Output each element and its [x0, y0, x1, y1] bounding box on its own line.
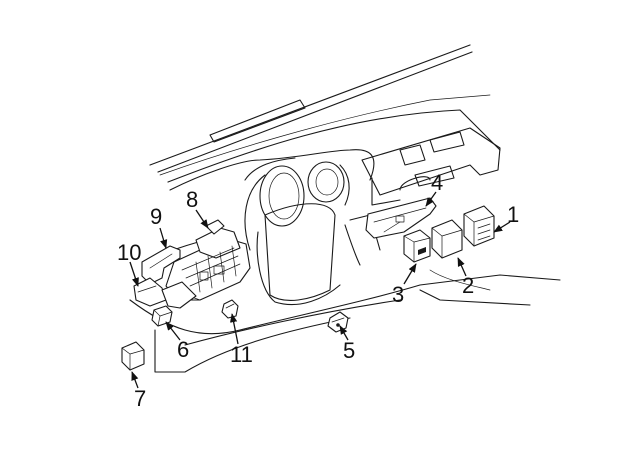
instrument-cluster — [244, 157, 350, 227]
callout-1: 1 — [507, 202, 519, 227]
part-4-bracket — [365, 197, 437, 239]
leader-5 — [339, 325, 349, 341]
leader-4 — [425, 191, 437, 207]
leader-2 — [457, 257, 467, 277]
part-2-relay-box — [431, 219, 463, 259]
part-1-control-module — [463, 205, 495, 247]
callout-3: 3 — [392, 282, 404, 307]
callout-5: 5 — [343, 338, 355, 363]
leader-9 — [159, 227, 168, 249]
part-9-cover — [141, 245, 181, 285]
callout-8: 8 — [186, 187, 198, 212]
leader-11 — [230, 313, 239, 345]
leader-6 — [165, 321, 181, 341]
callout-6: 6 — [177, 337, 189, 362]
callout-9: 9 — [150, 204, 162, 229]
leader-10 — [129, 261, 139, 287]
callout-4: 4 — [431, 170, 443, 195]
callout-11: 11 — [230, 342, 253, 367]
part-6-small-relay — [151, 305, 173, 327]
callout-labels: 1 2 3 4 5 6 7 8 9 10 11 — [117, 170, 519, 411]
leader-1 — [493, 221, 511, 233]
part-5-switch — [327, 311, 349, 333]
leader-8 — [195, 209, 209, 229]
part-3-relay — [403, 229, 431, 263]
part-10-bracket — [133, 277, 197, 309]
leader-lines — [129, 191, 511, 389]
windshield-outline — [149, 44, 501, 183]
part-11-connector — [221, 299, 239, 319]
part-7-relay — [121, 341, 145, 371]
callout-7: 7 — [134, 386, 146, 411]
leader-3 — [403, 263, 417, 285]
callout-10: 10 — [117, 240, 141, 265]
leader-7 — [131, 371, 139, 389]
dashboard-outline — [129, 127, 561, 373]
callout-2: 2 — [462, 273, 474, 298]
